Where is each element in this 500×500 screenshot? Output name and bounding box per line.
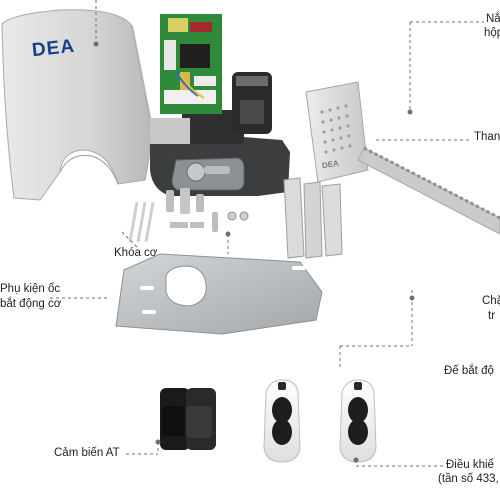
base-plate bbox=[115, 253, 323, 335]
motor-cover bbox=[1, 9, 151, 201]
label-remote-line2: (tần số 433, bbox=[438, 473, 499, 485]
label-photocell: Cảm biến AT bbox=[54, 447, 120, 459]
label-bolt-kit-line2: bắt động cơ bbox=[0, 298, 62, 310]
control-board bbox=[160, 14, 222, 114]
leader-dots bbox=[93, 41, 415, 463]
limit-brackets bbox=[283, 177, 343, 259]
label-remote-line1: Điều khiể bbox=[446, 459, 494, 471]
label-rack: Thanh bbox=[474, 131, 500, 143]
label-cover-partial: Nắ bbox=[486, 13, 500, 25]
motor-unit bbox=[150, 14, 290, 196]
label-brackets-line1: Chặ bbox=[482, 295, 500, 307]
photocell-pair bbox=[160, 388, 216, 450]
label-box-partial: hộp bbox=[484, 27, 500, 39]
label-bolt-kit-line1: Phụ kiện ốc bbox=[0, 283, 61, 295]
control-box bbox=[305, 81, 369, 183]
label-brackets-line2: tr bbox=[488, 310, 496, 322]
bolt-accessories bbox=[128, 188, 249, 243]
dea-logo-cover: DEA bbox=[30, 35, 77, 62]
label-base-plate: Đế bắt độ bbox=[444, 365, 494, 377]
gear-rack bbox=[357, 146, 500, 235]
remote-controls bbox=[263, 379, 377, 463]
leader-lines bbox=[50, 0, 484, 467]
label-manual-lock: Khóa cơ bbox=[114, 247, 158, 259]
